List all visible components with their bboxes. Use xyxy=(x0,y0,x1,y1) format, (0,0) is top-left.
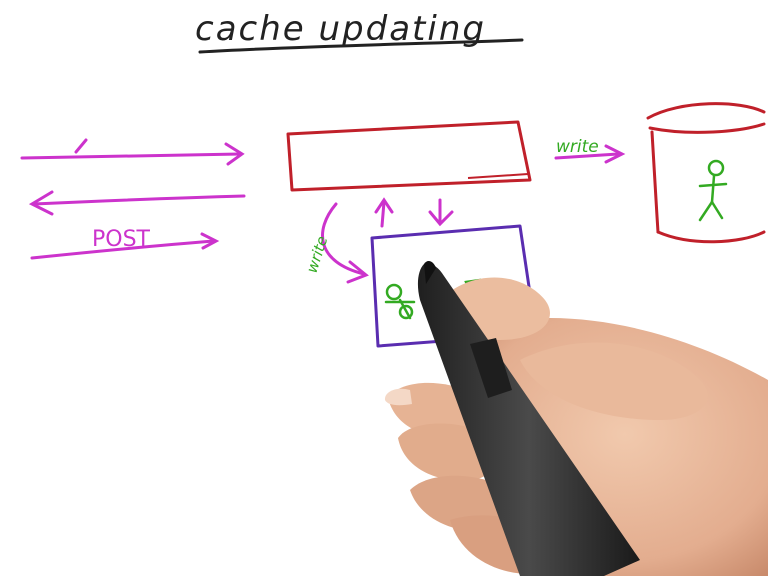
database-cylinder xyxy=(646,102,766,244)
write-to-db-label: write xyxy=(556,137,599,157)
post-label: POST xyxy=(92,227,151,252)
arrow-left-middle xyxy=(32,194,246,206)
server-box-overdraw xyxy=(467,173,529,179)
server-cache-arrows xyxy=(374,197,454,228)
arrow-right-top xyxy=(20,152,242,160)
write-to-db-arrow xyxy=(554,144,626,164)
db-person-icon xyxy=(698,159,728,222)
arrow-right-bottom xyxy=(30,239,216,260)
server-box xyxy=(286,120,532,192)
cache-person-icon xyxy=(384,283,416,320)
hand-with-stylus xyxy=(384,261,768,576)
arrow-small-tick xyxy=(74,138,88,154)
request-arrows xyxy=(20,138,246,260)
write-to-cache-arrow xyxy=(321,202,369,284)
arrow-left-middle-head xyxy=(28,190,54,216)
arrow-right-bottom-head xyxy=(200,232,220,250)
title-underline xyxy=(198,38,524,54)
arrow-right-top-head xyxy=(224,142,245,166)
